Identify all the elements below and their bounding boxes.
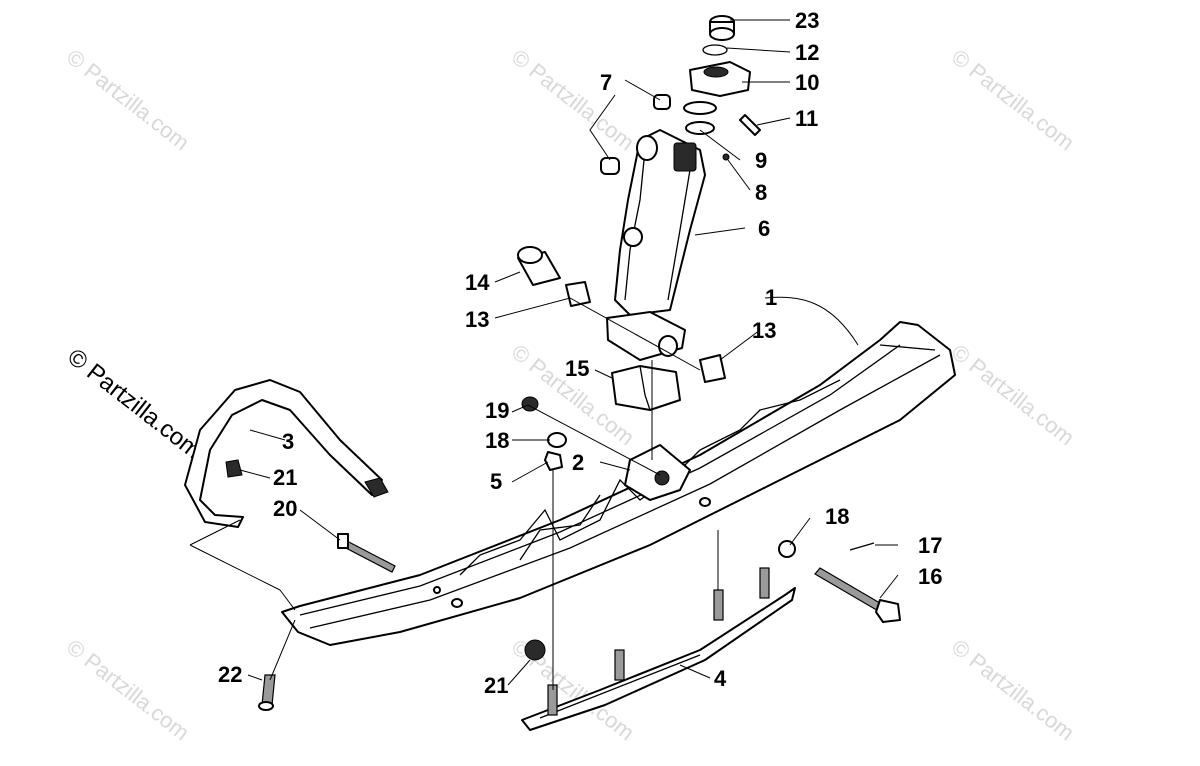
spindle-hardware bbox=[600, 15, 761, 175]
callout-21: 21 bbox=[484, 673, 508, 698]
callout-8: 8 bbox=[755, 180, 767, 205]
watermark: © Partzilla.com bbox=[62, 44, 194, 155]
callout-22: 22 bbox=[218, 662, 242, 687]
bushings bbox=[517, 246, 726, 383]
callout-13: 13 bbox=[752, 318, 776, 343]
watermark: © Partzilla.com bbox=[62, 634, 194, 745]
callout-12: 12 bbox=[795, 40, 819, 65]
watermark: © Partzilla.com bbox=[947, 44, 1079, 155]
callout-19: 19 bbox=[485, 398, 509, 423]
watermark-main: © Partzilla.com bbox=[62, 343, 206, 464]
spindle-block bbox=[611, 365, 681, 411]
callout-18: 18 bbox=[825, 504, 849, 529]
watermark: © Partzilla.com bbox=[947, 339, 1079, 450]
callout-9: 9 bbox=[755, 148, 767, 173]
callout-2: 2 bbox=[572, 450, 584, 475]
spindle bbox=[606, 129, 706, 361]
callout-1: 1 bbox=[765, 285, 777, 310]
watermark: © Partzilla.com bbox=[507, 44, 639, 155]
callout-13: 13 bbox=[465, 307, 489, 332]
callout-6: 6 bbox=[758, 216, 770, 241]
callout-21: 21 bbox=[273, 465, 297, 490]
callout-20: 20 bbox=[273, 496, 297, 521]
callout-3: 3 bbox=[282, 429, 294, 454]
callout-18: 18 bbox=[485, 428, 509, 453]
callout-23: 23 bbox=[795, 8, 819, 33]
callout-11: 11 bbox=[795, 106, 818, 131]
ski bbox=[281, 321, 956, 646]
fasteners bbox=[225, 396, 901, 711]
runner bbox=[521, 567, 796, 731]
callout-5: 5 bbox=[490, 469, 502, 494]
callout-16: 16 bbox=[918, 564, 942, 589]
callout-labels: 23 12 10 11 7 9 8 6 14 13 1 13 15 19 18 … bbox=[218, 8, 942, 698]
ski-handle bbox=[184, 379, 389, 528]
leader-lines bbox=[189, 19, 899, 690]
callout-14: 14 bbox=[465, 270, 490, 295]
watermark: © Partzilla.com bbox=[947, 634, 1079, 745]
callout-15: 15 bbox=[565, 356, 589, 381]
callout-10: 10 bbox=[795, 70, 819, 95]
callout-4: 4 bbox=[714, 666, 727, 691]
callout-7: 7 bbox=[600, 70, 612, 95]
callout-17: 17 bbox=[918, 533, 942, 558]
